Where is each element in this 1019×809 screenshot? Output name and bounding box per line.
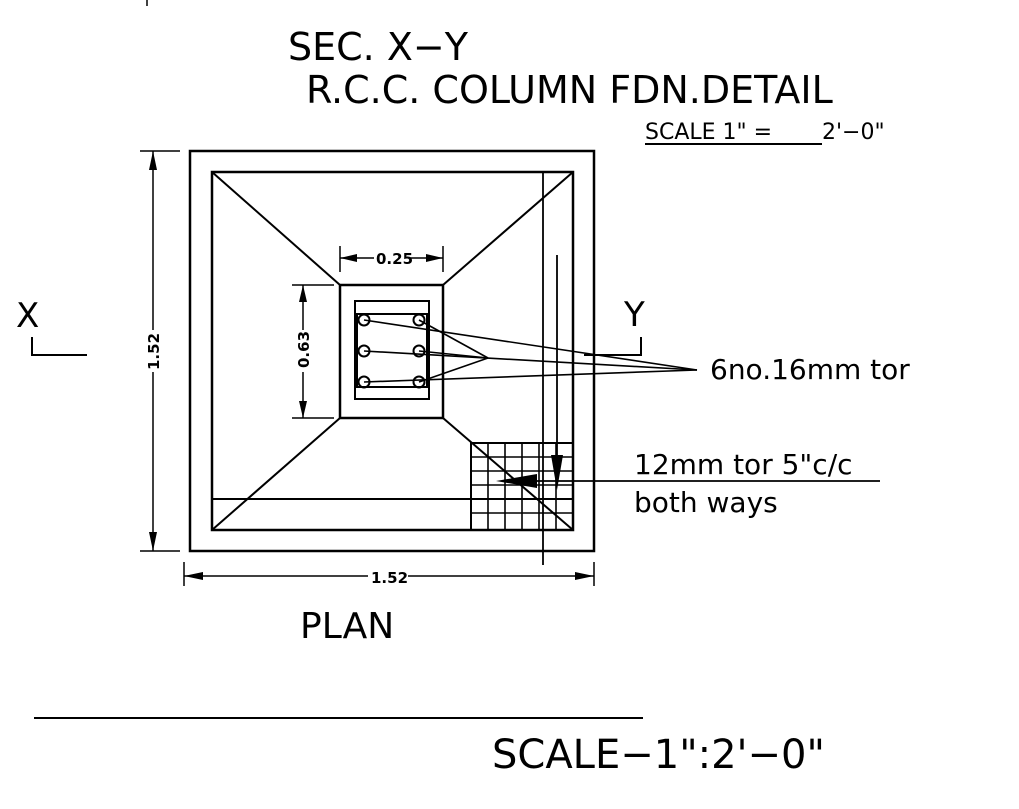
title-scale-prefix: SCALE 1" = — [645, 120, 772, 145]
dimension-column-depth — [292, 284, 334, 419]
footing-outer-outline — [188, 149, 596, 553]
dimension-overall-width-label: 1.52 — [371, 569, 408, 587]
footing-plan — [188, 149, 596, 565]
slope-line-br — [442, 417, 574, 531]
mesh-grid — [470, 442, 574, 531]
title-scale-value: 2'−0" — [822, 120, 885, 145]
detail-title: R.C.C. COLUMN FDN.DETAIL — [306, 68, 833, 112]
column-stirrup — [356, 313, 428, 388]
dimension-overall-height — [140, 150, 180, 552]
dimension-overall-width — [183, 562, 595, 586]
section-title: SEC. X−Y — [288, 25, 469, 69]
bottom-scale-label: SCALE−1":2'−0" — [492, 732, 825, 778]
mesh-arrow-head-left — [496, 474, 537, 488]
column-bars-label: 6no.16mm tor — [710, 353, 910, 386]
column-bar — [412, 375, 426, 389]
dimension-column-depth-label: 0.63 — [295, 331, 313, 368]
section-mark-y: Y — [623, 295, 645, 335]
column-bar — [412, 313, 426, 327]
dimension-column-width — [339, 246, 444, 272]
section-mark-y-arrow — [584, 337, 642, 356]
dimension-overall-height-label: 1.52 — [145, 333, 163, 370]
slope-line-tl — [211, 171, 341, 286]
dimension-column-width-label: 0.25 — [376, 250, 413, 268]
column-outer-outline — [354, 300, 430, 400]
footing-inner-outline — [210, 170, 575, 532]
plan-label: PLAN — [300, 606, 394, 647]
mesh-label-line2: both ways — [634, 486, 778, 519]
slope-line-tr — [442, 171, 574, 286]
mesh-arrow-head-down — [551, 455, 563, 490]
column-bar — [357, 313, 371, 327]
section-mark-x-arrow — [31, 337, 87, 356]
column-bars-leader — [363, 319, 698, 383]
section-mark-x: X — [16, 296, 39, 336]
slope-line-bl — [211, 417, 341, 531]
pedestal-outline — [338, 283, 445, 420]
mesh-label-line1: 12mm tor 5"c/c — [634, 448, 853, 481]
